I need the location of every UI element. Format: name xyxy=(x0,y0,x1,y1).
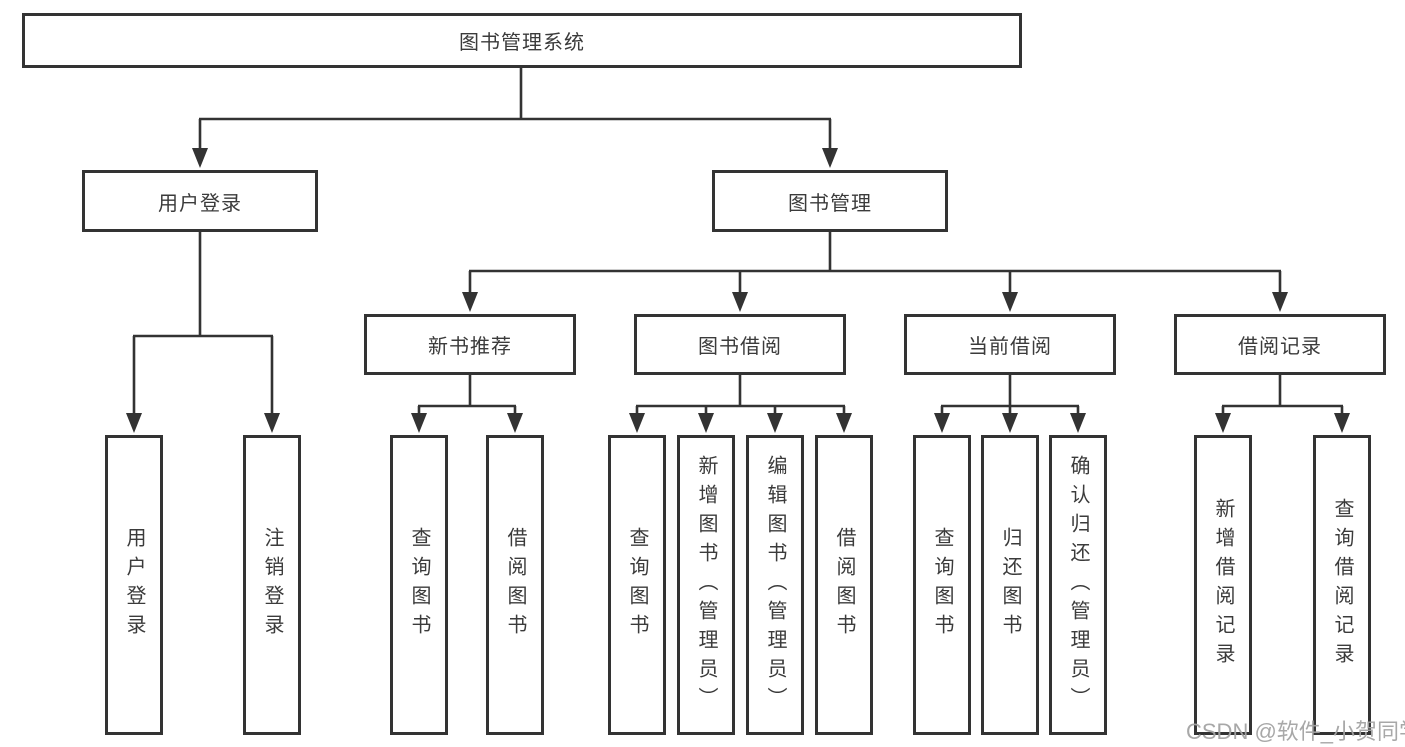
leaf-label: 借阅图书 xyxy=(833,527,855,643)
leaf-label: 借阅图书 xyxy=(504,527,526,643)
leaf-user-login: 用户登录 xyxy=(105,435,163,735)
leaf-add-borrow-record: 新增借阅记录 xyxy=(1194,435,1252,735)
node-label: 当前借阅 xyxy=(968,336,1052,358)
leaf-label: 编辑图书（管理员） xyxy=(764,454,786,716)
leaf-label: 用户登录 xyxy=(123,527,145,643)
leaf-borrow-books: 借阅图书 xyxy=(815,435,873,735)
leaf-label: 查询借阅记录 xyxy=(1331,498,1353,672)
leaf-return-books: 归还图书 xyxy=(981,435,1039,735)
leaf-label: 归还图书 xyxy=(999,527,1021,643)
node-label: 用户登录 xyxy=(158,192,242,215)
leaf-query-borrow-record: 查询借阅记录 xyxy=(1313,435,1371,735)
leaf-confirm-return-admin: 确认归还（管理员） xyxy=(1049,435,1107,735)
leaf-label: 注销登录 xyxy=(261,527,283,643)
node-book-borrowing: 图书借阅 xyxy=(634,314,846,375)
node-borrowing-records: 借阅记录 xyxy=(1174,314,1386,375)
leaf-query-books-borrow: 查询图书 xyxy=(608,435,666,735)
leaf-label: 新增图书（管理员） xyxy=(695,454,717,716)
leaf-label: 查询图书 xyxy=(408,527,430,643)
leaf-query-books-current: 查询图书 xyxy=(913,435,971,735)
leaf-label: 确认归还（管理员） xyxy=(1067,454,1089,716)
leaf-edit-books-admin: 编辑图书（管理员） xyxy=(746,435,804,735)
node-book-management-system: 图书管理系统 xyxy=(22,13,1022,68)
leaf-borrow-books-recommend: 借阅图书 xyxy=(486,435,544,735)
leaf-query-books-recommend: 查询图书 xyxy=(390,435,448,735)
node-label: 新书推荐 xyxy=(428,336,512,358)
node-label: 图书管理系统 xyxy=(459,32,585,54)
leaf-add-books-admin: 新增图书（管理员） xyxy=(677,435,735,735)
node-user-login: 用户登录 xyxy=(82,170,318,232)
node-book-management: 图书管理 xyxy=(712,170,948,232)
leaf-label: 查询图书 xyxy=(626,527,648,643)
node-label: 借阅记录 xyxy=(1238,336,1322,358)
watermark: CSDN @软件_小贺同学 xyxy=(1186,719,1405,744)
leaf-label: 查询图书 xyxy=(931,527,953,643)
leaf-label: 新增借阅记录 xyxy=(1212,498,1234,672)
node-label: 图书管理 xyxy=(788,192,872,215)
node-label: 图书借阅 xyxy=(698,336,782,358)
leaf-logout: 注销登录 xyxy=(243,435,301,735)
node-new-book-recommendation: 新书推荐 xyxy=(364,314,576,375)
node-current-borrowing: 当前借阅 xyxy=(904,314,1116,375)
